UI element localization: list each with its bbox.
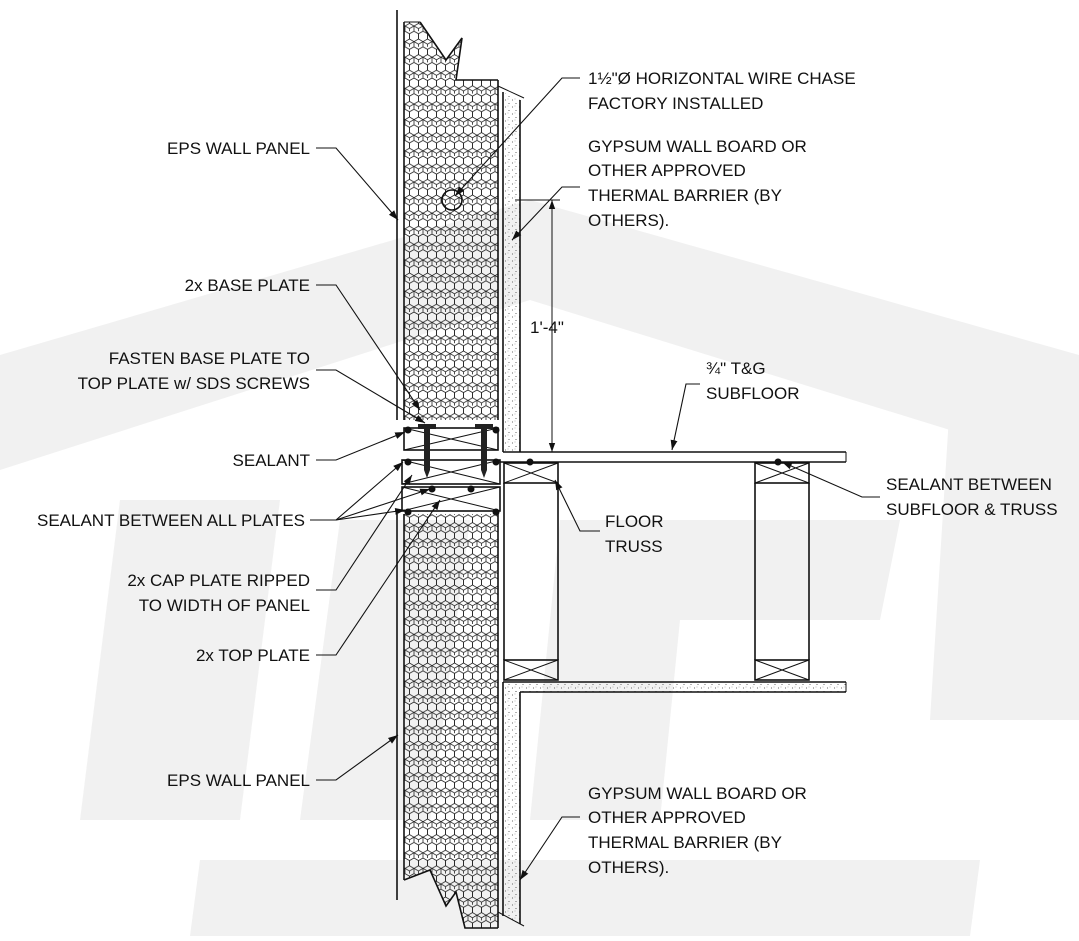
label-wire-chase-line1: 1½"Ø HORIZONTAL WIRE CHASE — [588, 69, 856, 88]
label-base-plate: 2x BASE PLATE — [185, 276, 310, 295]
label-gypsum-top-line1: GYPSUM WALL BOARD OR — [588, 137, 807, 156]
label-fasten-line1: FASTEN BASE PLATE TO — [109, 349, 310, 368]
sds-screws — [418, 424, 493, 478]
floor-truss-right — [754, 462, 810, 681]
subfloor — [500, 451, 847, 463]
label-eps-wall-panel-top: EPS WALL PANEL — [167, 139, 310, 158]
ceiling-gypsum — [503, 681, 847, 693]
label-sealant-truss-line1: SEALANT BETWEEN — [886, 475, 1052, 494]
dimension-line — [515, 199, 560, 452]
wire-chase-circle — [441, 189, 463, 211]
label-floor-truss-line2: TRUSS — [605, 537, 663, 556]
label-subfloor-line1: ¾" T&G — [706, 359, 766, 378]
labels-right: 1½"Ø HORIZONTAL WIRE CHASE FACTORY INSTA… — [530, 69, 1058, 877]
label-gypsum-bottom-line3: THERMAL BARRIER (BY — [588, 833, 782, 852]
label-top-plate: 2x TOP PLATE — [196, 646, 310, 665]
lower-gypsum-board — [497, 682, 525, 927]
label-cap-plate-line1: 2x CAP PLATE RIPPED — [127, 571, 310, 590]
label-sealant-all-plates: SEALANT BETWEEN ALL PLATES — [37, 511, 305, 530]
label-sealant-truss-line2: SUBFLOOR & TRUSS — [886, 500, 1058, 519]
label-wire-chase-line2: FACTORY INSTALLED — [588, 94, 763, 113]
label-gypsum-top-line2: OTHER APPROVED — [588, 161, 746, 180]
lower-eps-wall-panel — [396, 514, 499, 929]
top-plates — [401, 459, 501, 512]
label-cap-plate-line2: TO WIDTH OF PANEL — [139, 596, 310, 615]
label-sealant: SEALANT — [233, 451, 310, 470]
label-floor-truss-line1: FLOOR — [605, 512, 664, 531]
label-gypsum-bottom-line1: GYPSUM WALL BOARD OR — [588, 784, 807, 803]
upper-eps-wall-panel — [396, 10, 499, 420]
leader-lines-left — [310, 147, 441, 781]
leader-lines-right — [454, 77, 880, 881]
label-dimension: 1'-4" — [530, 318, 564, 337]
label-gypsum-top-line3: THERMAL BARRIER (BY — [588, 186, 782, 205]
watermark-logo — [0, 200, 1079, 936]
sealant-dots — [404, 426, 782, 516]
labels-left: EPS WALL PANEL 2x BASE PLATE FASTEN BASE… — [37, 139, 310, 790]
label-fasten-line2: TOP PLATE w/ SDS SCREWS — [78, 374, 310, 393]
label-gypsum-bottom-line4: OTHERS). — [588, 858, 669, 877]
floor-truss-left — [503, 462, 559, 681]
label-eps-wall-panel-bottom: EPS WALL PANEL — [167, 771, 310, 790]
label-gypsum-top-line4: OTHERS). — [588, 211, 669, 230]
label-subfloor-line2: SUBFLOOR — [706, 384, 800, 403]
label-gypsum-bottom-line2: OTHER APPROVED — [588, 808, 746, 827]
upper-gypsum-board — [497, 85, 525, 452]
